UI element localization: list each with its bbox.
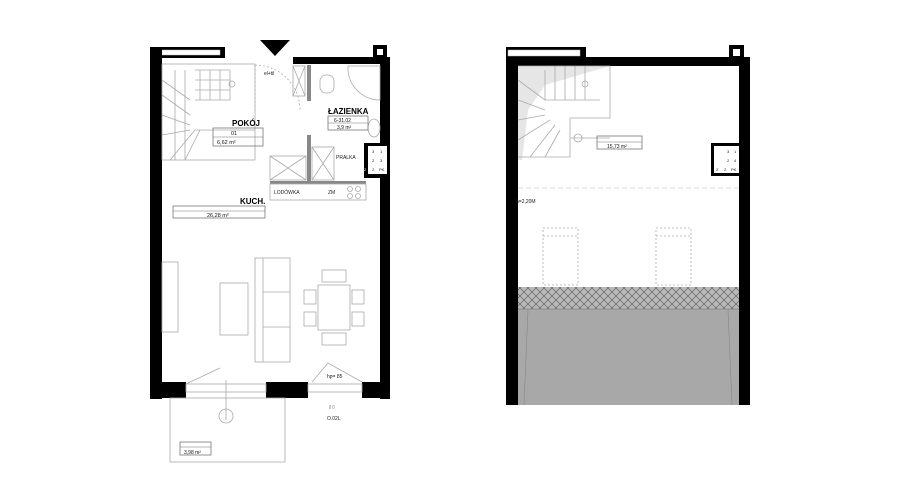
- svg-text:2: 2: [724, 167, 727, 172]
- window-height-label: hp= 85: [327, 374, 343, 380]
- wall-bottom-left: [150, 382, 186, 398]
- svg-text:PK: PK: [379, 167, 385, 172]
- shower-icon: [347, 65, 381, 101]
- window: [307, 383, 363, 393]
- svg-text:2: 2: [727, 158, 730, 163]
- fridge-label: LODÓWKA: [274, 189, 300, 196]
- svg-text:4: 4: [734, 158, 737, 163]
- wall-left: [506, 57, 518, 405]
- entrance-label: el+til: [264, 71, 274, 77]
- upper-floor-plan: 15,73 m² 3 1 2 4 2 2 PK h=2,20M: [506, 45, 750, 406]
- wall-right: [739, 57, 750, 405]
- coffee-table: [219, 282, 249, 336]
- svg-text:2: 2: [364, 167, 367, 172]
- height-label: h=2,20M: [516, 199, 536, 205]
- balcony: [169, 397, 286, 463]
- balcony-area: 3,98 m²: [184, 450, 201, 456]
- room-name-kuchnia: KUCH.: [240, 197, 265, 206]
- upper-floor-area: 15,73 m²: [607, 144, 627, 150]
- svg-text:2: 2: [716, 167, 719, 172]
- svg-text:2: 2: [372, 158, 375, 163]
- roof-window: [542, 227, 579, 286]
- window-code-label: O.02L: [327, 416, 341, 422]
- ventilation-shaft: 3 1 2 4 2 2 PK: [711, 143, 741, 176]
- svg-text:3: 3: [380, 158, 383, 163]
- svg-text:1: 1: [734, 149, 737, 154]
- ventilation-shaft: 3 1 2 3 2 2 PK: [364, 143, 389, 178]
- wall-right: [380, 57, 390, 399]
- washbasin-icon: [367, 118, 381, 138]
- room-name-lazienka: ŁAZIENKA: [328, 107, 369, 116]
- kitchen-wall: [270, 181, 366, 184]
- staircase: [517, 65, 611, 160]
- ground-floor-plan: el+til PRALKA LODÓWKA ZM 3 1: [150, 40, 390, 463]
- wall-top: [506, 57, 750, 66]
- svg-text:1: 1: [380, 149, 383, 154]
- svg-text:PK: PK: [731, 167, 737, 172]
- room-number-lazienka: 6-31.02: [334, 118, 351, 124]
- wall-top-right: [293, 57, 390, 64]
- wall-bottom-right: [362, 382, 390, 398]
- entrance-arrow-icon: [260, 40, 290, 56]
- toilet-icon: [319, 74, 335, 94]
- bathroom-wall: [307, 135, 311, 183]
- wall-left: [150, 47, 162, 399]
- svg-text:▯ ▯: ▯ ▯: [329, 404, 335, 409]
- bathroom-wall: [307, 65, 311, 101]
- tv-cabinet: [161, 261, 179, 333]
- dining-table: [303, 269, 365, 346]
- room-area-kuchnia: 26,28 m²: [207, 213, 229, 219]
- room-area-pokoj: 6,62 m²: [217, 140, 236, 146]
- roof-window: [655, 227, 692, 286]
- sofa: [254, 257, 291, 363]
- wall-bottom-mid: [266, 382, 308, 398]
- svg-text:2: 2: [372, 167, 375, 172]
- svg-text:3: 3: [372, 149, 375, 154]
- staircase: [161, 63, 256, 161]
- svg-text:3: 3: [727, 149, 730, 154]
- room-area-lazienka: 3,9 m²: [337, 125, 352, 131]
- room-number-pokoj: 01: [231, 131, 237, 137]
- washer-label: PRALKA: [336, 155, 356, 161]
- sink-label: ZM: [328, 190, 335, 196]
- room-name-pokoj: POKÓJ: [232, 119, 260, 128]
